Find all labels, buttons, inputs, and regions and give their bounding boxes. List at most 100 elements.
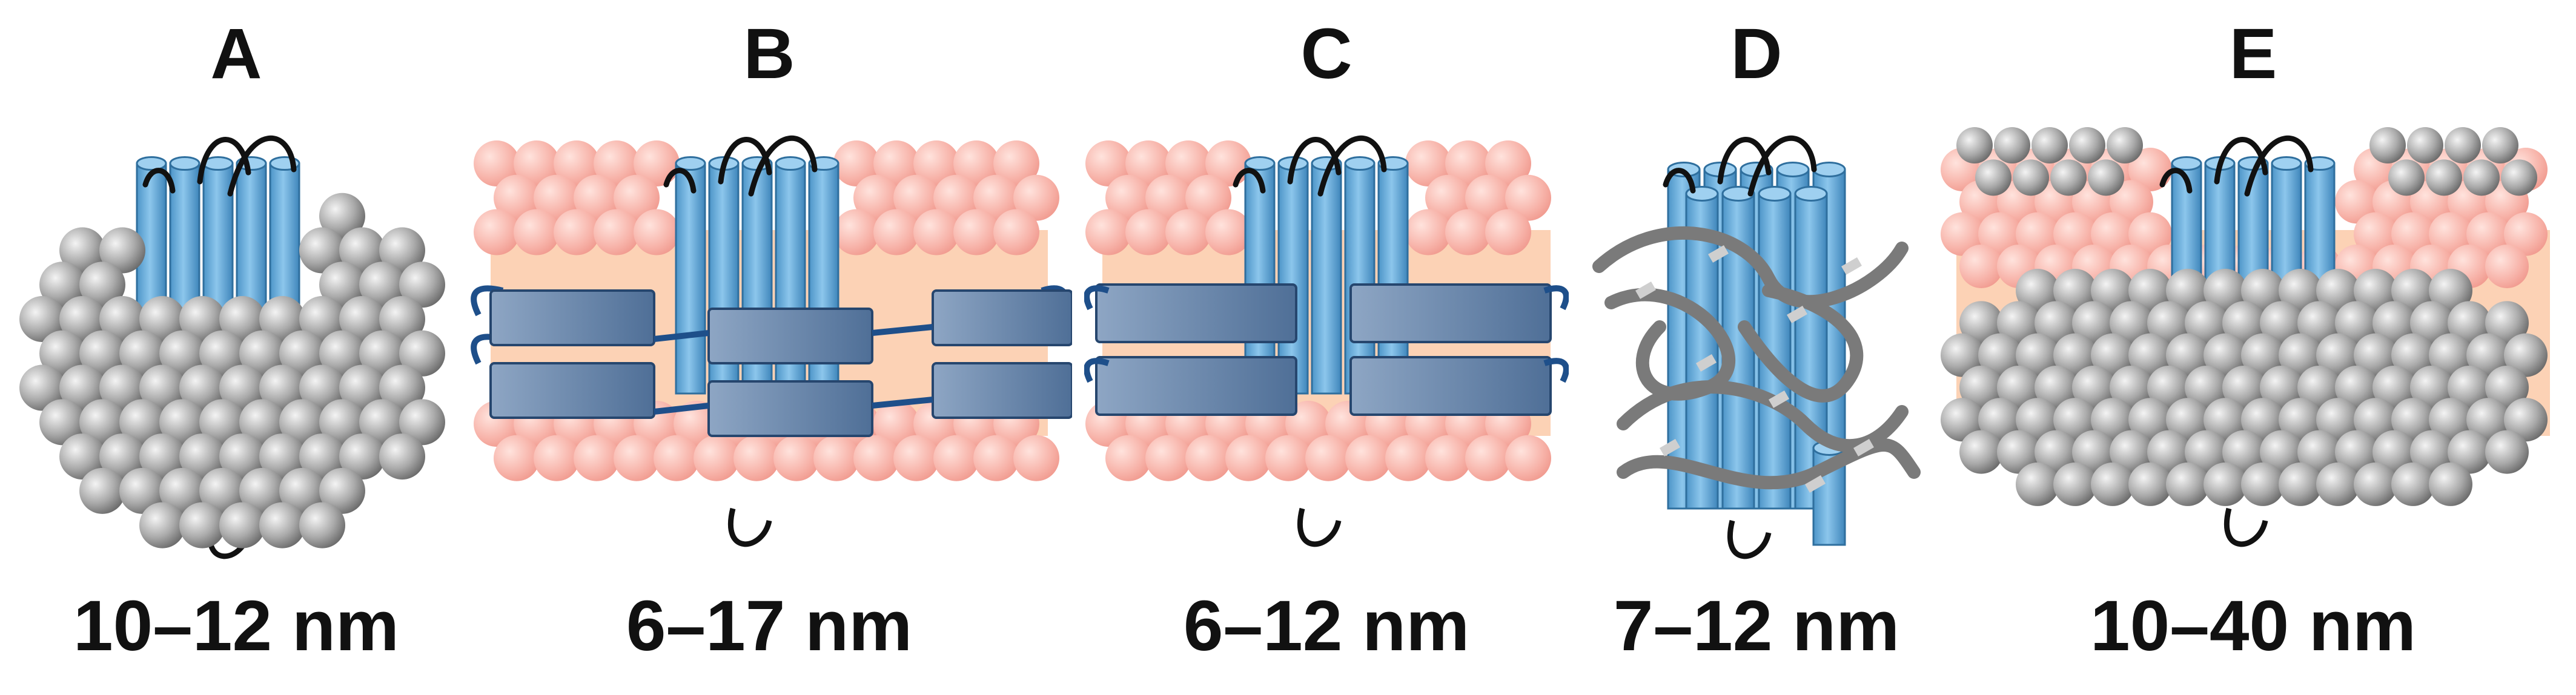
polymer-particle (2501, 159, 2537, 196)
shell-particle (79, 262, 125, 308)
lipid-headgroup (1405, 140, 1451, 186)
polymer-particle (2429, 333, 2472, 377)
lipid-headgroup (1013, 435, 1059, 481)
lipid-headgroup (1425, 174, 1471, 221)
polymer-particle (2316, 462, 2360, 506)
polymer-particle (2241, 333, 2285, 377)
shell-particle (399, 399, 445, 446)
shell-particle (319, 399, 365, 446)
panel-d: D 7–12 nm (1587, 0, 1926, 695)
polymer-particle (2147, 430, 2191, 474)
panel-a-letter: A (210, 14, 262, 94)
shell-particle (379, 433, 425, 480)
shell-particle (339, 364, 385, 411)
lipid-headgroup (933, 435, 979, 481)
lipid-headgroup (973, 435, 1019, 481)
lipid-headgroup (614, 174, 660, 221)
polymer-particle (2091, 462, 2134, 506)
protein-loop (1297, 507, 1342, 547)
polymer-particle (2016, 462, 2059, 506)
nanodisc (471, 135, 1072, 547)
polymer-particle (2110, 365, 2153, 409)
lipid-headgroup (2110, 180, 2153, 224)
polymer-particle (2372, 430, 2416, 474)
lipid-headgroup (534, 435, 580, 481)
lipid-headgroup (694, 435, 740, 481)
polymer-particle (2035, 365, 2078, 409)
polymer-particle (2016, 269, 2059, 312)
polymer-particle (2429, 269, 2472, 312)
shell-particle (59, 364, 105, 411)
shell-particle (339, 227, 385, 274)
lipid-headgroup (654, 435, 700, 481)
protein-loop (727, 507, 772, 547)
lipid-headgroup (1345, 435, 1391, 481)
panel-c: C 6–12 nm (1084, 0, 1569, 695)
polymer-particle (2429, 398, 2472, 442)
shell-particle (39, 399, 85, 446)
protein-loop (1233, 168, 1266, 194)
lipid-headgroup (574, 435, 620, 481)
belt-linker (1084, 285, 1569, 383)
shell-particle (259, 433, 305, 480)
lipid-headgroup (1125, 209, 1171, 255)
polymer-particle (2166, 269, 2210, 312)
protein-loop (663, 168, 697, 194)
protein-loop (748, 135, 818, 197)
polymer-particle (2391, 333, 2435, 377)
polymer-particle (1997, 430, 2041, 474)
transmembrane-helix (1244, 156, 1276, 395)
shell-particle (299, 502, 345, 548)
lipid-headgroup (1405, 209, 1451, 255)
protein-loop (2223, 507, 2268, 547)
polymer-particle (2072, 430, 2116, 474)
lipid-headgroup (494, 174, 540, 221)
polymer-particle (2279, 333, 2322, 377)
lipid-headgroup (953, 209, 999, 255)
polymer-particle (2072, 301, 2116, 345)
shell-particle (139, 433, 185, 480)
lipid-headgroup (1185, 174, 1231, 221)
lipid-headgroup (474, 140, 520, 186)
lipid-headgroup (1185, 435, 1231, 481)
panel-a-illustration (19, 135, 445, 559)
protein-loop (142, 168, 176, 194)
shell-particle (179, 364, 225, 411)
shell-particle (339, 296, 385, 343)
polymer-particle (2260, 301, 2303, 345)
shell-particle (219, 364, 265, 411)
shell-particle (319, 467, 365, 514)
lipid-headgroup (893, 435, 939, 481)
lipid-headgroup (833, 140, 879, 186)
polymer-particle (2504, 398, 2548, 442)
lipid-headgroup (953, 140, 999, 186)
polymer-particle (2335, 430, 2379, 474)
shell-particle (119, 330, 165, 377)
lipid-headgroup (913, 140, 959, 186)
msp-belt-helix (707, 380, 873, 437)
polymer-particle (2053, 462, 2097, 506)
polymer-particle (2445, 127, 2481, 163)
peptide-belt-helix (1349, 283, 1552, 343)
polymer-particle (2110, 430, 2153, 474)
lipid-headgroup (1013, 174, 1059, 221)
shell-particle (39, 262, 85, 308)
polymer-particle (2372, 365, 2416, 409)
lipid-headgroup (514, 209, 560, 255)
shell-particle (359, 330, 405, 377)
polymer-particle (1997, 301, 2041, 345)
shell-particle (39, 330, 85, 377)
polymer-particle (2222, 430, 2266, 474)
panel-b: B 6–17 nm (466, 0, 1072, 695)
amphipol-sidechain (1768, 390, 1789, 408)
msp-belt-helix (932, 362, 1072, 419)
lipid-headgroup (2016, 212, 2059, 256)
polymer-particle (2504, 333, 2548, 377)
polymer-particle (1959, 301, 2003, 345)
polymer-particle (2128, 333, 2172, 377)
lipid-headgroup (534, 174, 580, 221)
shell-particle (99, 433, 145, 480)
polymer-particle (2279, 462, 2322, 506)
panel-e: E 10–40 nm (1938, 0, 2568, 695)
lipid-headgroup (1465, 435, 1511, 481)
